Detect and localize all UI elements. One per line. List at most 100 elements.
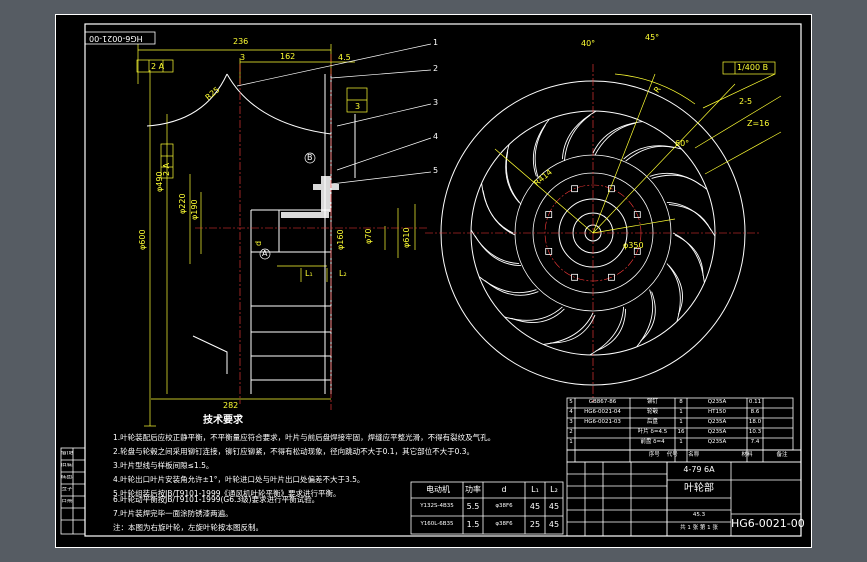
impeller-blade (532, 118, 550, 177)
impeller-blade-inner (594, 122, 636, 156)
tech-req-7: 7.叶片装焊完毕一面涂防锈漆两遍。 (113, 509, 233, 518)
leader-3: 3 (433, 98, 439, 107)
motor-row-2-l1: 25 (529, 520, 541, 529)
impeller-blade-inner (651, 174, 702, 186)
outer-border (55, 14, 812, 548)
bom-cell: 8 (679, 399, 683, 405)
revision-block (60, 447, 86, 535)
dim-mid-width: 162 (280, 52, 296, 61)
impeller-blade (649, 172, 708, 190)
bom-cell: 8.6 (750, 409, 760, 415)
impeller-blade-inner (474, 235, 522, 267)
dim-dia-160: φ160 (336, 229, 345, 250)
dim-dia-220: φ220 (178, 193, 187, 214)
impeller-blade-inner (550, 314, 596, 344)
section-view (136, 43, 432, 427)
bom-cell: 10.3 (748, 429, 762, 435)
front-view (425, 61, 782, 402)
bom-cell: HT150 (708, 409, 726, 415)
tech-req-1: 1.叶轮装配后应校正静平衡，不平衡量应符合要求，叶片与前后盘焊接牢固，焊缝应平整… (113, 433, 496, 442)
impeller-blade (481, 183, 514, 234)
weight: 45.3 (692, 512, 706, 518)
drawing-sheet: HG6-0021-00 236 162 3 4.5 R25 2 A 3 2 A … (55, 14, 812, 548)
impeller-blade (592, 121, 643, 154)
impeller-blade (561, 110, 597, 160)
bom-cell: 7.4 (750, 439, 760, 445)
motor-row-2-l2: 45 (548, 520, 560, 529)
bom-cell: HG6-0021-03 (584, 419, 621, 425)
dia-21: 2-5 (739, 97, 753, 106)
revision-label: 签字 (61, 487, 73, 492)
tech-req-3: 3.叶片型线与样板间隙≤1.5。 (113, 461, 214, 470)
bom-cell: HG6-0021-04 (584, 409, 621, 415)
impeller-blade (666, 263, 681, 322)
datum-b: B (307, 153, 313, 162)
impeller-blade-inner (674, 234, 704, 276)
bolt-hole (545, 247, 553, 255)
impeller-blade-inner (563, 114, 591, 162)
bom-table (566, 397, 802, 537)
dim-bottom-width: 282 (223, 401, 239, 410)
bolt-hole (571, 273, 578, 281)
impeller-blade (589, 306, 625, 356)
tech-req-title: 技术要求 (203, 415, 243, 426)
bolt-hole (633, 211, 641, 219)
leader-2: 2 (433, 64, 439, 73)
bom-cell: 5 (569, 399, 573, 405)
bom-cell: 16 (677, 429, 685, 435)
impeller-blade-inner (668, 265, 683, 315)
dim-l1: L₁ (305, 269, 313, 278)
dia-350: φ350 (623, 241, 644, 250)
motor-row-1-d: φ38F6 (495, 503, 513, 509)
bom-cell: Q235A (707, 399, 727, 405)
tol-flat: 3 (355, 102, 361, 111)
motor-table (410, 481, 564, 535)
bom-cell: 1 (569, 439, 573, 445)
bom-header: 序号 代号 名称 (622, 452, 726, 459)
angle-45: 45° (645, 33, 660, 42)
dim-dia-490: φ490 (155, 171, 164, 192)
impeller-blade-inner (482, 190, 516, 236)
bom-cell: 1 (679, 419, 683, 425)
tech-req-note: 注：本图为右旋叶轮，左旋叶轮按本图反制。 (113, 523, 263, 532)
motor-row-2-model: Y160L-6B35 (420, 521, 454, 527)
bom-cell: 叶片 δ=4.5 (637, 429, 668, 435)
bom-cell: Q235A (707, 439, 727, 445)
motor-header-d: d (501, 485, 507, 494)
bom-cell: 3 (569, 419, 573, 425)
motor-row-1-l2: 45 (548, 502, 560, 511)
motor-header-power: 功率 (465, 485, 481, 494)
impeller-blade-inner (505, 151, 522, 205)
tol-top: 2 A (151, 62, 165, 71)
impeller-blade (478, 276, 537, 294)
tech-req-2: 2.轮盘与轮毂之间采用铆钉连接，铆钉应铆紧，不得有松动现象，径向跳动不大于0.1… (113, 447, 475, 456)
motor-row-2-power: 1.5 (466, 520, 480, 529)
bom-header-name: 名称 (688, 452, 700, 458)
datum-a: A (262, 249, 268, 258)
bolt-hole (571, 185, 578, 193)
bom-cell: 1 (679, 439, 683, 445)
bom-cell: 轮毂 (646, 409, 658, 415)
impeller-blade-inner (668, 203, 712, 231)
motor-row-1-power: 5.5 (466, 502, 480, 511)
motor-row-1-l1: 45 (529, 502, 541, 511)
dim-small-3: 3 (240, 53, 246, 62)
impeller-blade (672, 232, 705, 283)
impeller-blade-inner (625, 145, 675, 162)
impeller-blade-inner (595, 308, 627, 352)
blade-count: Z=16 (747, 119, 770, 128)
model-label: 4-79 6A (683, 465, 715, 474)
leader-5: 5 (433, 166, 439, 175)
impeller-blade (470, 229, 520, 265)
bolt-hole (545, 211, 553, 219)
bom-header-material: 材料 (741, 452, 753, 458)
revision-label: 旧底图总号 (61, 463, 73, 468)
bom-cell: 铆钉 (646, 399, 658, 405)
bom-header-remark: 备注 (776, 452, 788, 458)
tech-req-4: 4.叶轮出口叶片安装角允许±1°，叶轮进口处与叶片出口处偏差不大于3.5。 (113, 475, 365, 484)
impeller-blade (623, 145, 682, 160)
dim-l2: L₂ (339, 269, 347, 278)
impeller-blade-inner (640, 291, 656, 342)
bom-cell: 4 (569, 409, 573, 415)
impeller-blade-inner (534, 124, 546, 179)
